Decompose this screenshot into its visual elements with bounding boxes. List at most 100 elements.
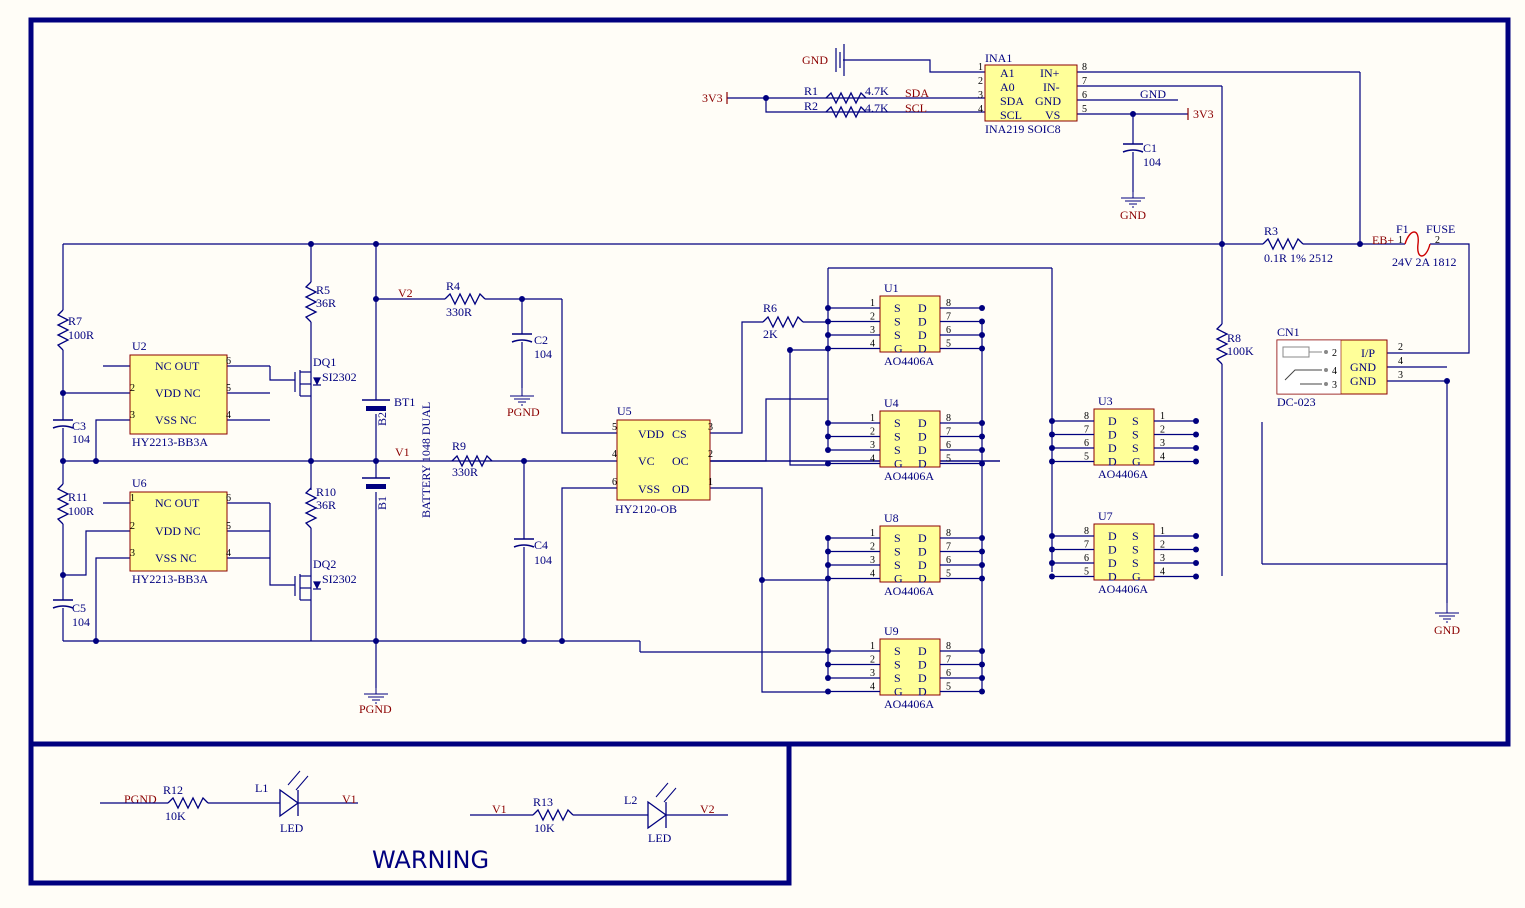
junction-dot xyxy=(825,332,831,338)
ina1-pin-sda: SDA xyxy=(1000,94,1024,108)
bt1-b1: B1 xyxy=(375,496,389,510)
warning-frame xyxy=(28,741,792,886)
mosfet-pin-num: 8 xyxy=(946,528,951,539)
mosfet-pin-letter: S xyxy=(894,301,901,315)
junction-dot xyxy=(979,420,985,426)
mosfet-pin-num: 6 xyxy=(946,325,951,336)
u2-num: 4 xyxy=(226,410,231,421)
mosfet-pin-num: 5 xyxy=(1084,452,1089,463)
cn1-num: 2 xyxy=(1332,348,1337,359)
gnd-label: GND xyxy=(1120,208,1146,222)
cn1-pin-ip: I/P xyxy=(1361,346,1375,360)
ina1-ref: INA1 xyxy=(985,51,1012,65)
mosfet-pin-letter: D xyxy=(1108,543,1117,557)
mosfet-pin-num: 3 xyxy=(870,555,875,566)
mosfet-pin-num: 5 xyxy=(946,454,951,465)
u6-num: 1 xyxy=(130,493,135,504)
ina219-chip: INA1 INA219 SOIC8 A1 A0 SDA SCL IN+ IN- … xyxy=(978,51,1087,136)
mosfet-pin-letter: D xyxy=(918,572,927,586)
mosfet-pin-letter: S xyxy=(1132,414,1139,428)
mosfet-pin-letter: D xyxy=(918,301,927,315)
mosfet-part: AO4406A xyxy=(884,354,934,368)
battery-bt1: BT1 BATTERY 1048 DUAL B2 B1 xyxy=(362,395,433,518)
mosfet-pin-num: 1 xyxy=(870,413,875,424)
pgnd-label: PGND xyxy=(507,405,540,419)
r1-ref: R1 xyxy=(804,84,818,98)
mosfet-pin-num: 2 xyxy=(1160,540,1165,551)
junction-dot xyxy=(825,447,831,453)
mosfet-pin-num: 6 xyxy=(946,555,951,566)
u2-row: VSS NC xyxy=(155,413,197,427)
u5-pin: VSS xyxy=(638,482,660,496)
l1-part: LED xyxy=(280,821,304,835)
dq1-ref: DQ1 xyxy=(313,355,336,369)
ina1-num: 8 xyxy=(1082,62,1087,73)
mosfet-pin-letter: G xyxy=(894,572,903,586)
ina1-part: INA219 SOIC8 xyxy=(985,122,1061,136)
mosfet-pin-letter: S xyxy=(894,416,901,430)
c3-value: 104 xyxy=(72,432,90,446)
u2-part: HY2213-BB3A xyxy=(132,435,208,449)
mosfet-pin-letter: S xyxy=(1132,543,1139,557)
junction-dot xyxy=(825,562,831,568)
junction-dot xyxy=(979,447,985,453)
mosfet-dq1 xyxy=(294,368,321,398)
u6-ref: U6 xyxy=(132,476,147,490)
mosfet-pin-num: 5 xyxy=(946,569,951,580)
ina1-num: 3 xyxy=(978,90,983,101)
mosfet-pin-num: 1 xyxy=(870,641,875,652)
mosfet-pin-num: 8 xyxy=(1084,411,1089,422)
r1-value: 4.7K xyxy=(865,84,889,98)
u2-ref: U2 xyxy=(132,339,147,353)
junction-dot xyxy=(825,575,831,582)
junction-dot xyxy=(1193,573,1199,580)
mosfet-ref: U3 xyxy=(1098,394,1113,408)
mosfet-pin-letter: S xyxy=(894,328,901,342)
junction-dot xyxy=(979,433,985,440)
bt1-part: BATTERY 1048 DUAL xyxy=(419,402,433,518)
mosfet-ref: U8 xyxy=(884,511,899,525)
mosfet-pin-num: 3 xyxy=(870,325,875,336)
u5-num: 4 xyxy=(612,449,617,460)
u6-row: VDD NC xyxy=(155,524,201,538)
junction-dot xyxy=(825,318,831,325)
mosfet-pin-letter: S xyxy=(1132,529,1139,543)
cn1-num: 4 xyxy=(1332,366,1337,377)
l2-part: LED xyxy=(648,831,672,845)
ina1-num: 2 xyxy=(978,76,983,87)
junction-dot xyxy=(1049,445,1055,451)
junction-dot xyxy=(825,688,831,695)
chip-u2: U2 NC OUT VDD NC VSS NC 2 3 6 5 4 HY2213… xyxy=(129,339,231,449)
cn1-num: 2 xyxy=(1398,342,1403,353)
c3-ref: C3 xyxy=(72,419,86,433)
mosfet-pin-letter: D xyxy=(1108,570,1117,584)
mosfet-ref: U1 xyxy=(884,281,899,295)
mosfet-pin-num: 6 xyxy=(1084,553,1089,564)
v3-label: 3V3 xyxy=(702,91,723,105)
led-circuit-2: V1 R13 10K L2 LED V2 xyxy=(470,782,728,845)
u5-num: 3 xyxy=(708,422,713,433)
mosfet-dq2 xyxy=(294,572,321,602)
junction-dot xyxy=(1049,546,1055,553)
r9-value: 330R xyxy=(452,465,478,479)
cn1-ref: CN1 xyxy=(1277,325,1300,339)
chip-u6: U6 NC OUT VDD NC VSS NC 1 2 3 6 5 4 HY22… xyxy=(129,476,231,586)
r8-ref: R8 xyxy=(1227,331,1241,345)
junction-dot xyxy=(825,345,831,352)
mosfet-pin-letter: S xyxy=(1132,556,1139,570)
mosfet-pin-num: 1 xyxy=(1160,526,1165,537)
ina-gnd-label: GND xyxy=(1140,87,1166,101)
ina1-pin-a1: A1 xyxy=(1000,66,1015,80)
r11-value: 100R xyxy=(68,504,94,518)
u5-num: 6 xyxy=(612,477,617,488)
r3-value: 0.1R 1% 2512 xyxy=(1264,251,1333,265)
mosfet-pin-letter: S xyxy=(894,545,901,559)
mosfet-pin-letter: D xyxy=(918,443,927,457)
r6-ref: R6 xyxy=(763,301,777,315)
ina1-num: 1 xyxy=(978,62,983,73)
mosfet-pin-num: 6 xyxy=(946,668,951,679)
mosfet-pin-num: 3 xyxy=(870,440,875,451)
c5-ref: C5 xyxy=(72,601,86,615)
